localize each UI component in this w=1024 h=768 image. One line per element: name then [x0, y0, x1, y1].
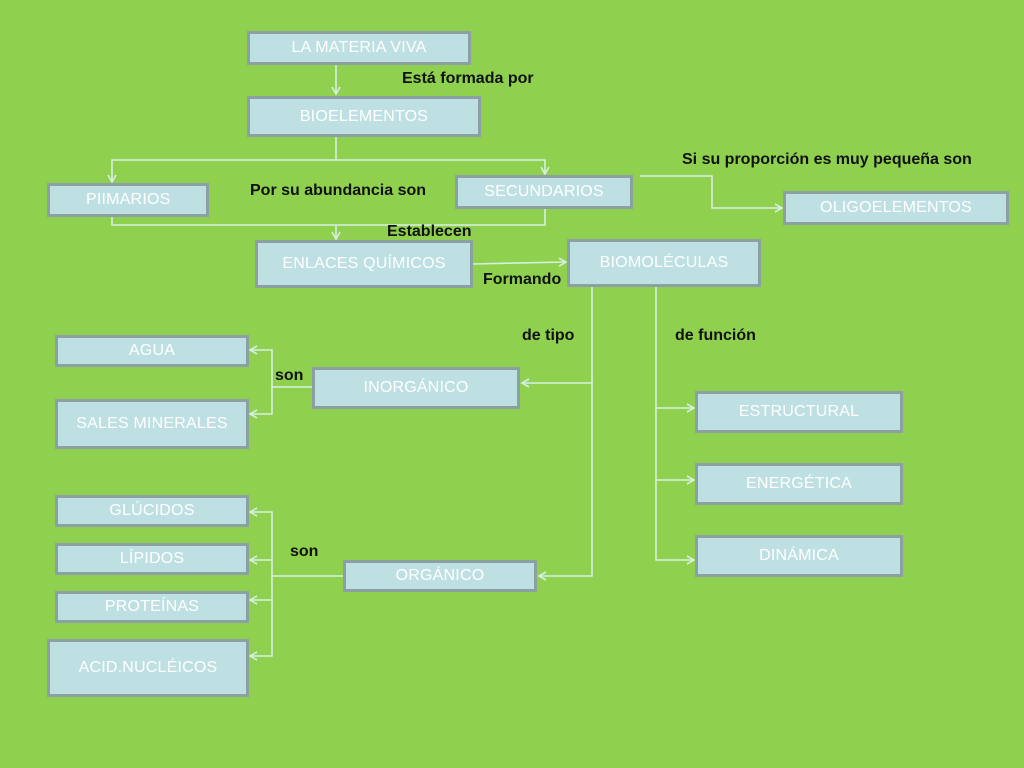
node-sales: SALES MINERALES: [55, 399, 249, 449]
label-formada-por: Está formada por: [402, 70, 534, 87]
edge-bioelementos-primarios: [107, 137, 337, 184]
label-proporcion: Si su proporción es muy pequeña son: [682, 151, 972, 168]
node-dinamica: DINÁMICA: [695, 535, 903, 577]
node-lipidos: LÍPIDOS: [55, 543, 249, 575]
label-son-organico: son: [290, 543, 319, 560]
node-oligoelementos: OLIGOELEMENTOS: [783, 191, 1009, 225]
edge-bio-organico: [537, 383, 593, 581]
node-bioelementos: BIOELEMENTOS: [247, 96, 481, 137]
edge-enlaces-biomoleculas: [471, 257, 568, 267]
edge-bio-estructural: [655, 287, 696, 413]
node-biomoleculas: BIOMOLÉCULAS: [567, 239, 761, 287]
edge-inorg-sales: [248, 387, 273, 419]
node-primarios: PIIMARIOS: [47, 183, 209, 217]
node-materia-viva: LA MATERIA VIVA: [247, 31, 471, 65]
edge-secundarios-oligo: [640, 175, 784, 213]
node-estructural: ESTRUCTURAL: [695, 391, 903, 433]
node-organico: ORGÁNICO: [343, 560, 537, 592]
edge-org-proteinas: [248, 576, 273, 605]
edge-org-glucidos: [248, 507, 343, 577]
edge-inorg-agua: [248, 345, 312, 388]
label-establecen: Establecen: [387, 223, 472, 240]
node-secundarios: SECUNDARIOS: [455, 175, 633, 209]
node-acid-nucleicos: ACID.NUCLÉICOS: [47, 639, 249, 697]
edge-to-enlaces: [111, 208, 546, 239]
node-energetica: ENERGÉTICA: [695, 463, 903, 505]
node-enlaces: ENLACES QUÍMICOS: [255, 240, 473, 288]
node-agua: AGUA: [55, 335, 249, 367]
label-de-tipo: de tipo: [522, 327, 575, 344]
node-inorganico: INORGÁNICO: [312, 367, 520, 409]
edge-bio-energetica: [655, 408, 696, 485]
edge-bioelementos-secundarios: [336, 159, 550, 176]
edge-bio-dinamica: [655, 480, 696, 565]
label-formando: Formando: [483, 271, 562, 288]
node-glucidos: GLÚCIDOS: [55, 495, 249, 527]
edge-org-acid: [248, 600, 273, 661]
label-son-inorganico: son: [275, 367, 304, 384]
node-proteinas: PROTEÍNAS: [55, 591, 249, 623]
label-de-funcion: de función: [675, 327, 756, 344]
label-abundancia: Por su abundancia son: [250, 182, 427, 199]
